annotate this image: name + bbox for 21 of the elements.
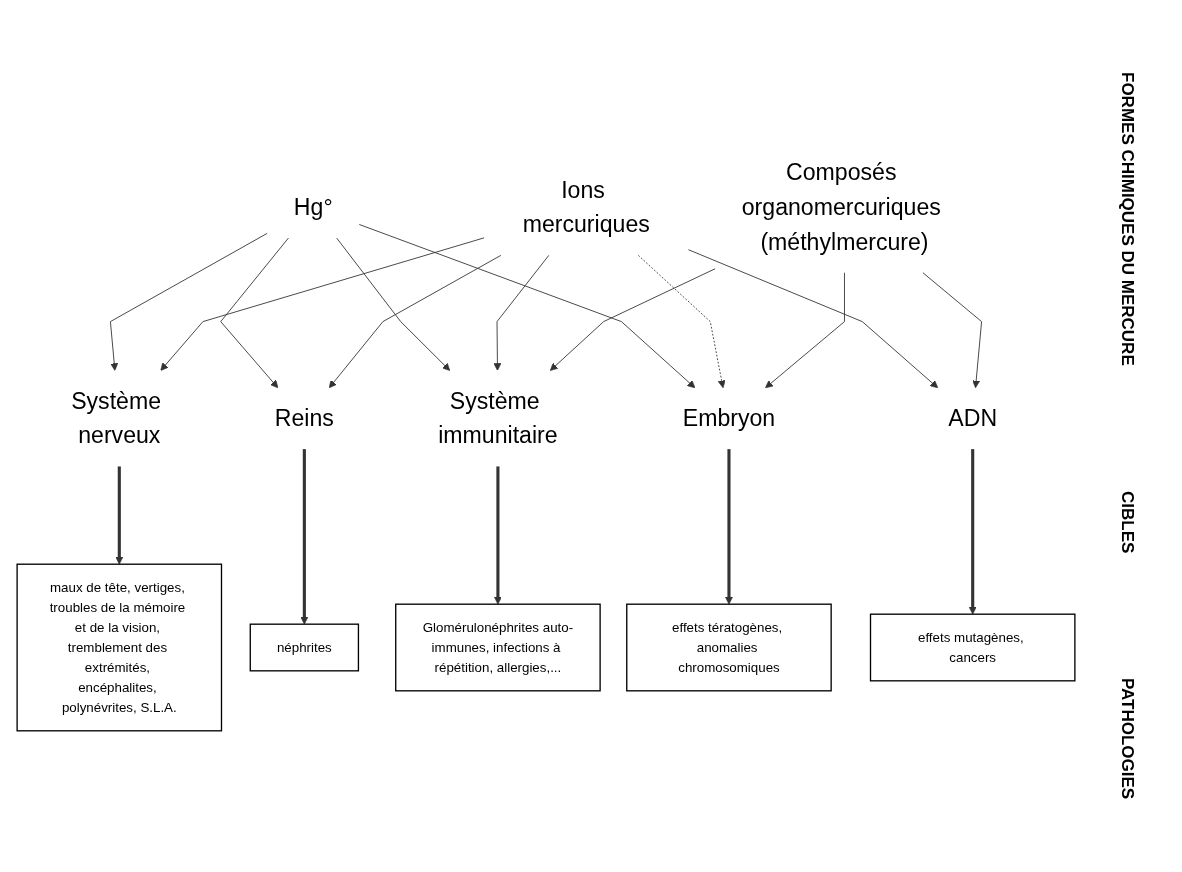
arrow (115, 466, 124, 565)
row-heading: CIBLES (1117, 491, 1137, 554)
node-text: Système nerveux (71, 386, 162, 449)
node-text: Système immunitaire (438, 386, 558, 449)
arrow (725, 448, 733, 605)
node-box: Glomérulonéphrites auto-immunes, infections à répétition, allergies,... (395, 603, 601, 692)
row-heading: PATHOLOGIES (1117, 678, 1137, 800)
arrow (300, 448, 309, 625)
arrow (968, 448, 977, 615)
node-box: néphrites (249, 623, 360, 672)
node-text: Ions mercuriques (522, 175, 650, 238)
node-text: Hg° (293, 193, 333, 220)
node-box: maux de tête, vertiges, troubles de la mémoire et de la vision, tremblement des extrémités, encéphalites, polynévrites, S.L.A. (16, 563, 223, 731)
row-heading: FORMES CHIMIQUES DU MERCURE (1117, 72, 1137, 367)
node-text: Embryon (682, 404, 776, 431)
node-text: Composés organomercuriques (méthylmercure) (741, 158, 941, 255)
node-box: effets mutagènes, cancers (869, 613, 1076, 682)
node-text: ADN (948, 404, 998, 431)
node-text: Reins (274, 404, 334, 431)
arrow (494, 466, 502, 605)
node-box: effets tératogènes, anomalies chromosomiques (626, 603, 832, 692)
